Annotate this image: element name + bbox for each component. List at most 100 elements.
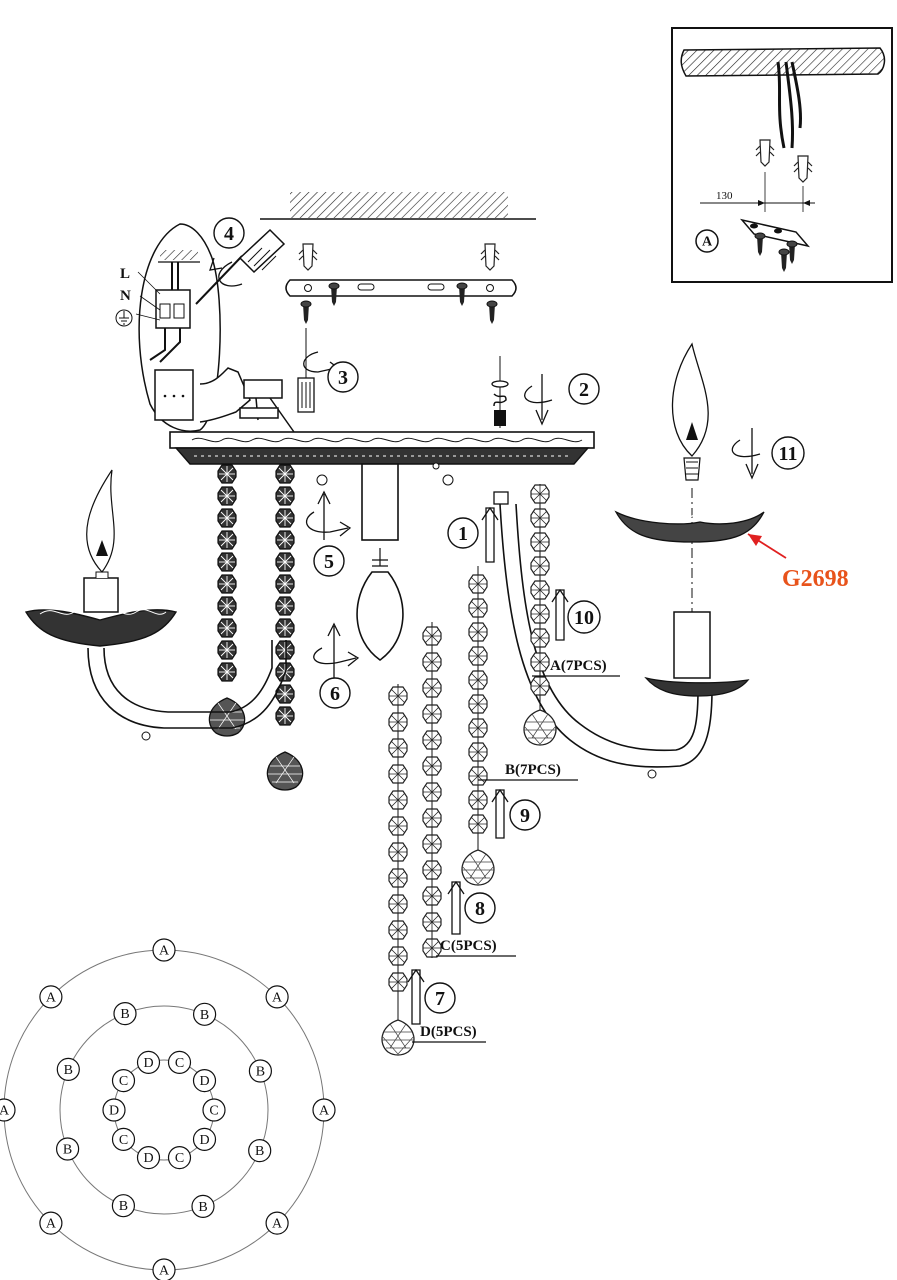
step-6: 6 [319, 677, 351, 709]
ring-inner-label: D [109, 1104, 119, 1119]
inset-callout-a: A [702, 235, 713, 250]
ring-outer: A A A A A A A A [0, 938, 336, 1280]
step-callouts: 1 2 3 4 5 6 7 8 9 10 11 [213, 217, 805, 1014]
ring-outer-label: A [46, 1217, 57, 1232]
ring-inner-marker: D [192, 1068, 217, 1093]
ring-middle-marker: B [248, 1059, 272, 1083]
ring-inner-label: C [119, 1074, 128, 1089]
step-11: 11 [771, 436, 805, 470]
ring-middle-marker: B [111, 1194, 136, 1218]
ring-inner-label: C [209, 1104, 218, 1119]
ring-outer-marker: A [265, 985, 289, 1009]
ring-middle-label: B [200, 1008, 209, 1023]
ring-middle-marker: B [55, 1137, 80, 1161]
ring-inner-label: D [199, 1074, 209, 1089]
wiring-detail: L N [115, 223, 295, 433]
ring-inner-label: C [119, 1133, 128, 1148]
ring-middle-label: B [256, 1065, 265, 1080]
crystal-chain-a: A(7PCS) [523, 484, 620, 746]
ring-middle-marker: B [193, 1002, 217, 1026]
model-code: G2698 [782, 566, 849, 592]
ring-outer-label: A [0, 1104, 10, 1119]
ring-outer-marker: A [39, 1211, 63, 1235]
ring-inner-label: D [143, 1151, 153, 1166]
ceiling-mount [260, 192, 536, 413]
ring-inner-marker: D [136, 1050, 161, 1075]
chain-c-label: C(5PCS) [440, 938, 497, 954]
ring-middle-label: B [198, 1200, 207, 1215]
svg-text:11: 11 [779, 443, 798, 465]
ring-outer-label: A [46, 990, 57, 1005]
ring-inner-label: D [143, 1056, 153, 1071]
svg-text:5: 5 [324, 551, 334, 573]
ring-outer-marker: A [0, 1098, 16, 1122]
ceiling-plate-inset: 130 A [671, 27, 893, 283]
ring-middle-label: B [120, 1007, 129, 1022]
ring-outer-label: A [272, 1217, 283, 1232]
chain-a-label: A(7PCS) [550, 658, 607, 674]
svg-text:4: 4 [224, 223, 234, 245]
ring-middle-marker: B [113, 1001, 137, 1026]
svg-text:9: 9 [520, 805, 530, 827]
ring-middle-marker: B [191, 1194, 215, 1219]
ring-inner-label: D [199, 1133, 209, 1148]
wire-neutral-label: N [120, 288, 131, 304]
ground-icon [115, 309, 133, 327]
ring-outer-marker: A [312, 1098, 336, 1122]
step-4: 4 [213, 217, 245, 249]
ring-outer-label: A [159, 944, 170, 959]
ring-inner-marker: C [111, 1127, 136, 1152]
step-2: 2 [568, 373, 600, 405]
ring-outer-marker: A [39, 985, 63, 1009]
chain-d-label: D(5PCS) [420, 1024, 477, 1040]
crystal-chain-b: B(7PCS) [461, 566, 578, 886]
chandelier-body [169, 356, 595, 661]
hanging-chains [208, 464, 304, 791]
ring-inner-marker: D [192, 1127, 217, 1152]
step-arrows [209, 257, 761, 1025]
ring-outer-label: A [272, 990, 283, 1005]
svg-text:3: 3 [338, 367, 348, 389]
ring-outer-label: A [319, 1104, 330, 1119]
ring-inner-marker: D [102, 1098, 126, 1122]
step-10: 10 [567, 600, 601, 634]
inset-dimension: 130 [716, 190, 733, 202]
svg-text:2: 2 [579, 379, 589, 401]
ring-middle-marker: B [248, 1138, 272, 1163]
ring-inner-marker: D [136, 1145, 161, 1170]
ring-inner-marker: C [167, 1050, 192, 1075]
ring-outer-label: A [159, 1264, 170, 1279]
svg-text:10: 10 [574, 607, 594, 629]
step-3: 3 [327, 361, 359, 393]
ring-middle-label: B [119, 1199, 128, 1214]
step-7: 7 [424, 982, 456, 1014]
step-8: 8 [464, 892, 496, 924]
ring-inner-marker: C [167, 1145, 192, 1170]
svg-text:8: 8 [475, 898, 485, 920]
ring-outer-marker: A [152, 938, 176, 962]
ring-middle-label: B [64, 1063, 73, 1078]
svg-text:1: 1 [458, 523, 468, 545]
ring-outer-marker: A [152, 1258, 176, 1280]
right-arm: G2698 [499, 342, 849, 779]
ring-inner-marker: C [111, 1068, 136, 1093]
model-pointer-arrowhead [748, 534, 762, 546]
chain-b-label: B(7PCS) [505, 762, 561, 778]
step-1: 1 [447, 517, 479, 549]
svg-text:6: 6 [330, 683, 340, 705]
ring-inner-marker: C [202, 1098, 226, 1122]
left-arm [24, 469, 287, 741]
ring-middle-label: B [255, 1144, 264, 1159]
ring-middle-marker: B [56, 1057, 80, 1082]
wire-live-label: L [120, 266, 130, 282]
ring-middle: B B B B B B B B [55, 1001, 272, 1219]
crystal-chain-c: C(5PCS) [422, 622, 516, 958]
step-5: 5 [313, 545, 345, 577]
ring-inner-label: C [175, 1056, 184, 1071]
crystal-chain-d: D(5PCS) [381, 684, 486, 1056]
ring-outer-marker: A [265, 1211, 289, 1235]
ring-middle-label: B [63, 1143, 72, 1158]
